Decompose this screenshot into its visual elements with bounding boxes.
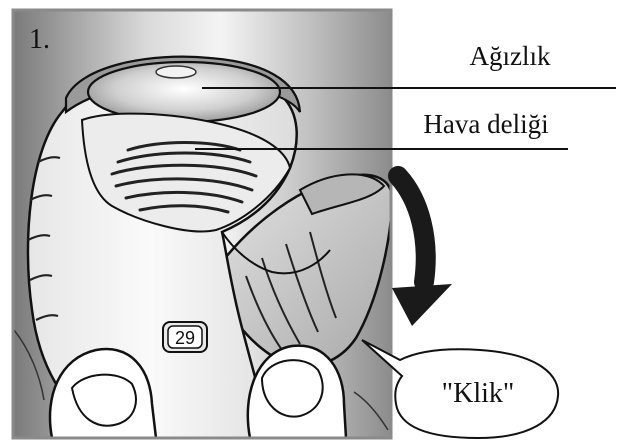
curved-down-arrow-icon [392,176,452,326]
dose-counter: 29 [163,322,207,352]
air-vent-label: Hava deliği [423,109,548,139]
step-number: 1. [29,24,50,55]
mouthpiece-label: Ağızlık [470,41,551,71]
dose-counter-value: 29 [175,328,195,348]
click-label: "Klik" [442,378,515,409]
illustration-panel: 29 1. [13,10,392,438]
